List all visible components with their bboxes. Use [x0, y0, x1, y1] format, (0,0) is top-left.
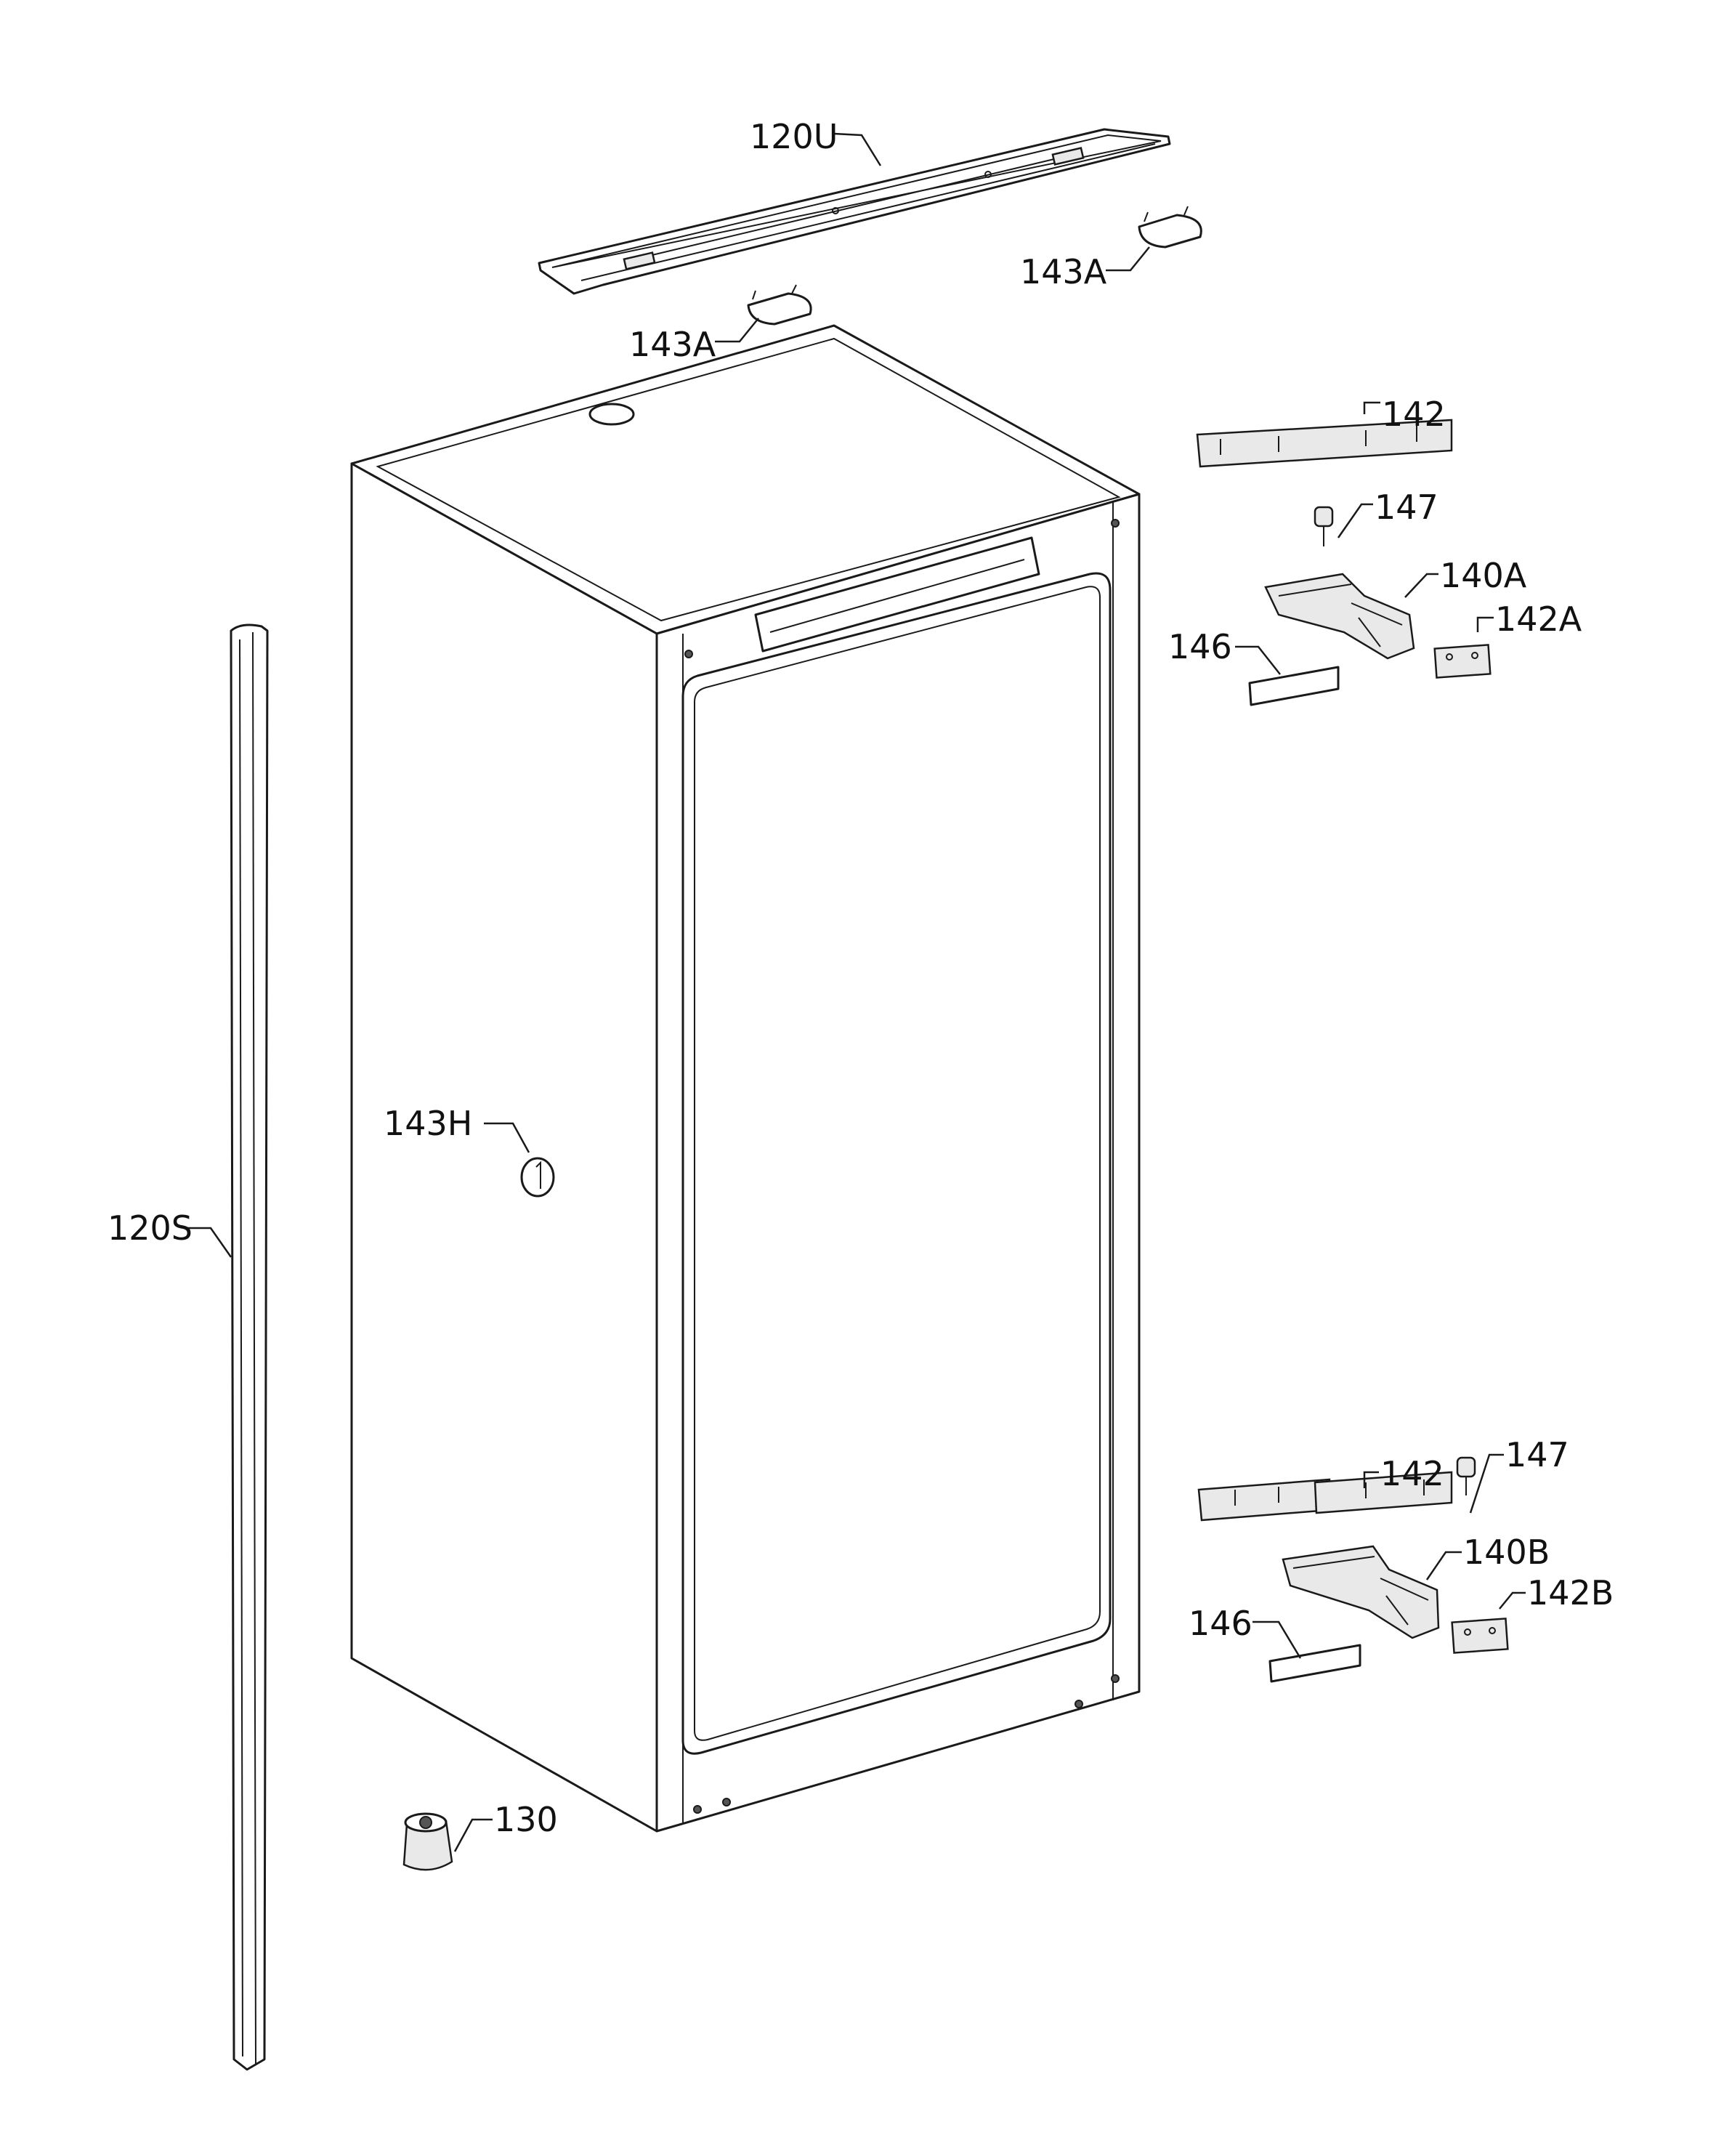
label-142-bottom: 142: [1380, 1454, 1444, 1493]
label-143H: 143H: [384, 1104, 472, 1143]
part-labels: 120U 143A 143A 142 147 140A 142A 146 143…: [108, 117, 1614, 1839]
mounting-plate-top: [1196, 419, 1453, 468]
label-140B: 140B: [1463, 1533, 1550, 1572]
mounting-plate-bottom: [1197, 1471, 1453, 1522]
label-143A-left: 143A: [629, 325, 716, 364]
screw-bottom: [1456, 1456, 1476, 1495]
label-142B: 142B: [1527, 1573, 1614, 1612]
cabinet-body: [350, 324, 1141, 1833]
label-143A-right: 143A: [1020, 252, 1107, 291]
foot-part: [402, 1812, 453, 1871]
label-130: 130: [494, 1800, 558, 1839]
label-142-top: 142: [1382, 395, 1446, 434]
cover-cap-left: [747, 284, 812, 326]
hinge-top: [1264, 573, 1415, 660]
label-147-bottom: 147: [1505, 1435, 1569, 1474]
label-140A: 140A: [1440, 556, 1527, 595]
top-rail-part: [538, 128, 1171, 295]
pad-top: [1433, 644, 1492, 679]
leader-lines: [186, 132, 1526, 1852]
label-120U: 120U: [750, 117, 838, 156]
label-146-top: 146: [1168, 627, 1232, 666]
label-147-top: 147: [1375, 488, 1438, 527]
side-profile-part: [230, 623, 269, 2071]
pad-bottom: [1451, 1618, 1509, 1654]
label-146-bottom: 146: [1189, 1604, 1252, 1643]
strip-bottom: [1268, 1644, 1361, 1683]
side-cap-part: [520, 1157, 555, 1198]
label-120S: 120S: [108, 1208, 193, 1248]
strip-top: [1248, 666, 1340, 706]
screw-top: [1314, 506, 1334, 546]
cover-cap-right: [1138, 206, 1202, 249]
hinge-bottom: [1282, 1545, 1440, 1639]
label-142A: 142A: [1495, 599, 1582, 639]
